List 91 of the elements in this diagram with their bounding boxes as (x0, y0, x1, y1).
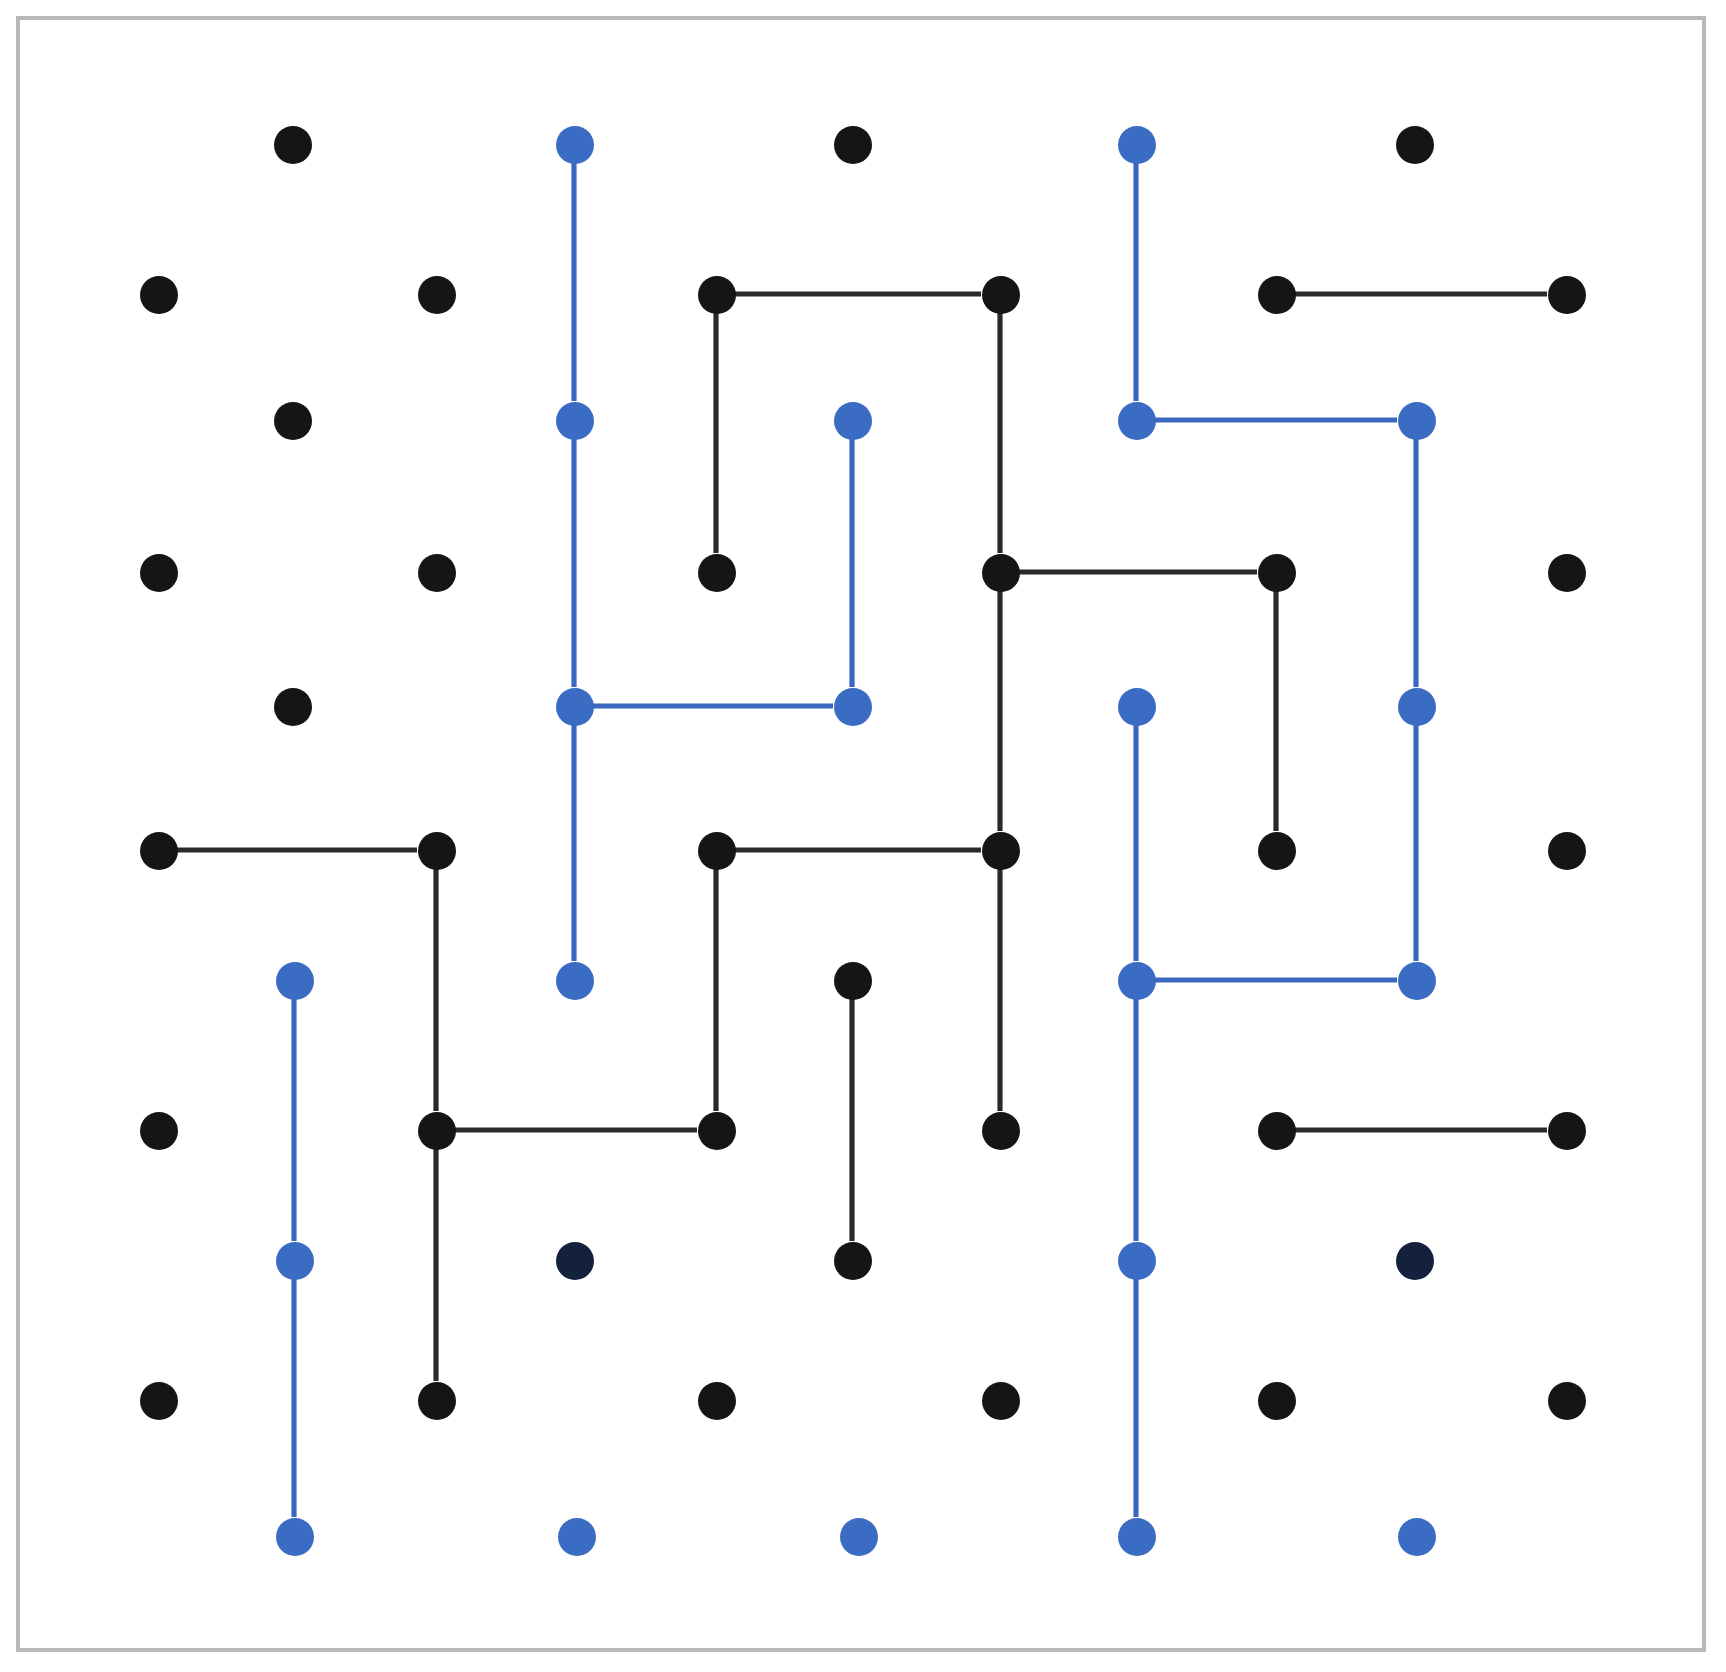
dot (1397, 687, 1435, 725)
dot (1547, 831, 1585, 869)
line-segment (713, 869, 719, 1111)
dot (555, 401, 593, 439)
dot (697, 831, 735, 869)
dot (1117, 401, 1155, 439)
line-segment (1155, 977, 1397, 983)
dot (1257, 275, 1295, 313)
dot (1547, 553, 1585, 591)
line-segment (1273, 591, 1279, 831)
dot (273, 401, 311, 439)
dot (417, 1381, 455, 1419)
line-segment (433, 1149, 439, 1381)
dot (1547, 1111, 1585, 1149)
dot (1547, 1381, 1585, 1419)
line-segment (1295, 1127, 1547, 1133)
dot (1397, 1517, 1435, 1555)
line-segment (571, 439, 577, 687)
line-segment (1413, 725, 1419, 961)
dot (981, 1111, 1019, 1149)
dot (273, 687, 311, 725)
line-segment (1295, 291, 1547, 297)
line-segment (1133, 163, 1139, 401)
dot (1257, 1111, 1295, 1149)
dot (1395, 125, 1433, 163)
line-segment (433, 869, 439, 1111)
dot (839, 1517, 877, 1555)
line-segment (1413, 439, 1419, 687)
line-segment (571, 163, 577, 401)
dot (981, 553, 1019, 591)
dot (417, 553, 455, 591)
dot (981, 1381, 1019, 1419)
line-segment (1155, 417, 1397, 423)
line-segment (849, 439, 855, 687)
line-segment (997, 591, 1003, 831)
dot (555, 1241, 593, 1279)
dot (833, 125, 871, 163)
dot (1397, 401, 1435, 439)
line-segment (713, 313, 719, 553)
dot (275, 1241, 313, 1279)
dot (833, 687, 871, 725)
dot (557, 1517, 595, 1555)
dot (417, 275, 455, 313)
line-segment (849, 999, 855, 1241)
dot (555, 961, 593, 999)
line-segment (997, 869, 1003, 1111)
dot (1117, 961, 1155, 999)
dot (1117, 125, 1155, 163)
line-segment (1133, 1279, 1139, 1517)
dot (417, 831, 455, 869)
line-segment (177, 847, 417, 853)
dot (1117, 687, 1155, 725)
dot (1257, 831, 1295, 869)
dot (1117, 1241, 1155, 1279)
line-segment (1019, 569, 1257, 575)
dot (1117, 1517, 1155, 1555)
dot (139, 553, 177, 591)
line-segment (997, 313, 1003, 553)
dot (981, 275, 1019, 313)
dot (697, 553, 735, 591)
dot (273, 125, 311, 163)
dot (697, 275, 735, 313)
dot (697, 1381, 735, 1419)
dot (1257, 1381, 1295, 1419)
dot (417, 1111, 455, 1149)
line-segment (593, 703, 833, 709)
line-segment (735, 847, 981, 853)
dot (1257, 553, 1295, 591)
line-segment (1133, 725, 1139, 961)
dot (1395, 1241, 1433, 1279)
line-segment (1133, 999, 1139, 1241)
dot (139, 1381, 177, 1419)
dot (555, 125, 593, 163)
dot (275, 961, 313, 999)
dot (139, 831, 177, 869)
line-segment (291, 999, 297, 1241)
dot (981, 831, 1019, 869)
dot (275, 1517, 313, 1555)
dot (1547, 275, 1585, 313)
dot (697, 1111, 735, 1149)
dot (833, 1241, 871, 1279)
dot (833, 401, 871, 439)
dot (1397, 961, 1435, 999)
dot (139, 275, 177, 313)
line-segment (455, 1127, 697, 1133)
dot (833, 961, 871, 999)
line-segment (291, 1279, 297, 1517)
dot (139, 1111, 177, 1149)
dot (555, 687, 593, 725)
line-segment (571, 725, 577, 961)
line-segment (735, 291, 981, 297)
